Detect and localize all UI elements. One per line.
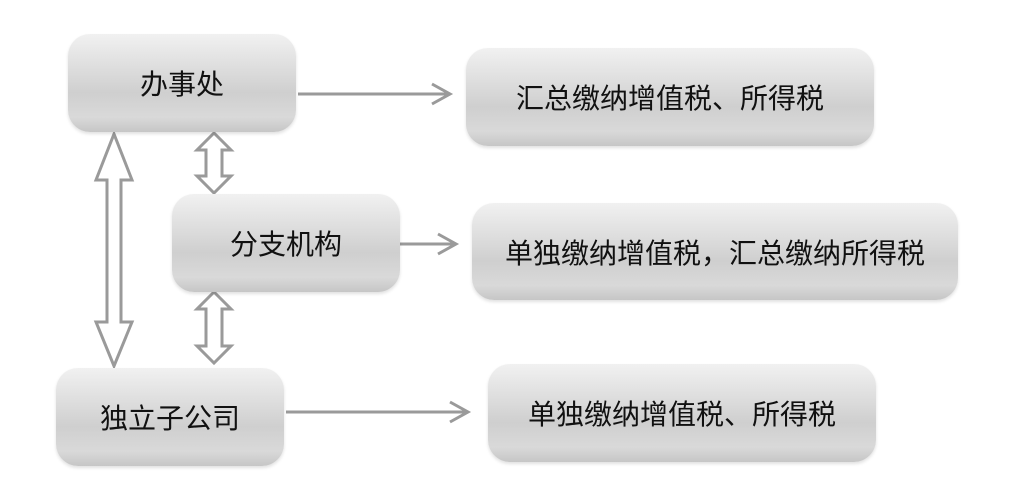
subsidiary-result-node: 单独缴纳增值税、所得税 [488,364,876,462]
double-arrow-branch-subsidiary [193,289,235,366]
subsidiary-node: 独立子公司 [56,368,284,466]
arrow-office-to-result [298,82,454,106]
branch-label: 分支机构 [229,228,342,261]
arrow-subsidiary-to-result [286,400,472,424]
subsidiary-label: 独立子公司 [99,402,240,435]
office-result-node: 汇总缴纳增值税、所得税 [466,48,874,146]
branch-result-label: 单独缴纳增值税，汇总缴纳所得税 [504,236,925,270]
office-label: 办事处 [139,68,224,101]
arrow-branch-to-result [400,232,460,256]
office-result-label: 汇总缴纳增值税、所得税 [515,82,824,115]
office-node: 办事处 [68,34,296,132]
branch-result-node: 单独缴纳增值税，汇总缴纳所得税 [472,203,958,300]
double-arrow-office-subsidiary [93,129,135,370]
double-arrow-office-branch [193,130,235,196]
branch-node: 分支机构 [172,194,400,292]
subsidiary-result-label: 单独缴纳增值税、所得税 [527,398,836,431]
